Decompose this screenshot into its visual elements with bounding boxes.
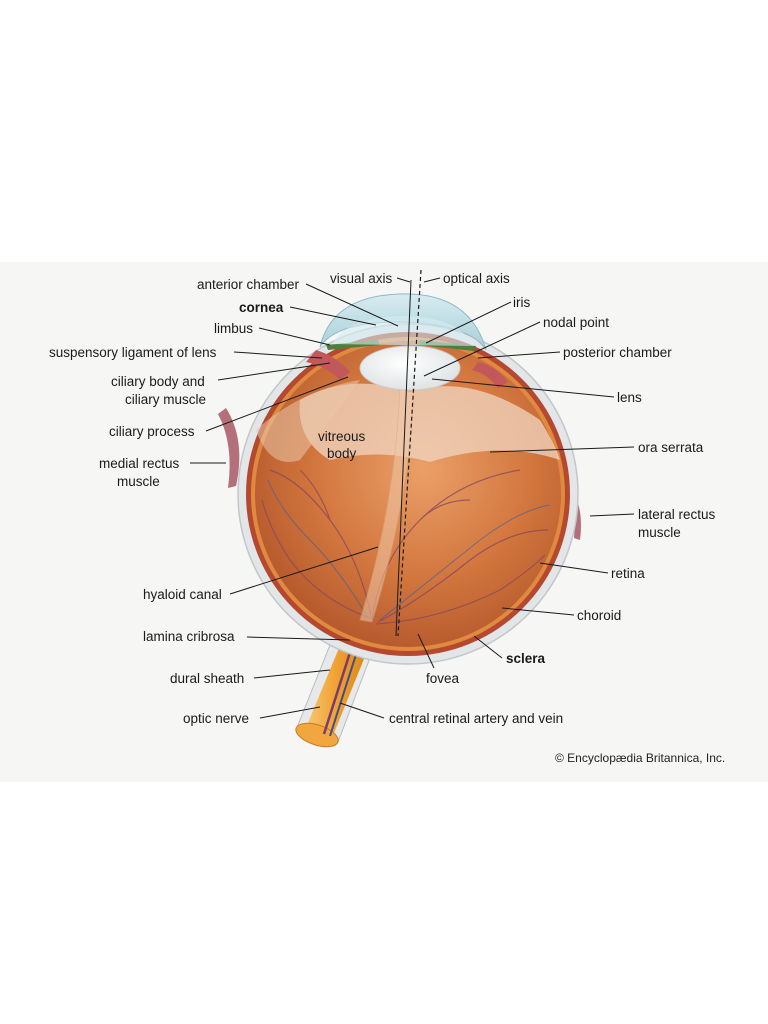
label-visual-axis: visual axis: [330, 271, 393, 286]
retinal-vessels: [261, 469, 549, 625]
optic-nerve-shape: [295, 629, 377, 748]
label-medial-rectus: medial rectus: [99, 456, 180, 471]
label-limbus: limbus: [214, 321, 253, 336]
ora-serrata-band: [299, 383, 560, 462]
label-iris: iris: [513, 295, 530, 310]
label-ora-serrata: ora serrata: [638, 440, 704, 455]
label-central-retinal: central retinal artery and vein: [389, 711, 563, 726]
label-ciliary-body: ciliary body and: [111, 374, 205, 389]
label-choroid: choroid: [577, 608, 621, 623]
label-lateral-rectus: lateral rectus: [638, 507, 716, 522]
label-vitreous-body: body: [327, 446, 357, 461]
label-optical-axis: optical axis: [443, 271, 510, 286]
visual-axis-line: [395, 279, 412, 637]
leader-lines: [190, 277, 635, 719]
optical-axis-line: [397, 269, 422, 637]
label-nodal-point: nodal point: [543, 315, 609, 330]
label-ciliary-process: ciliary process: [109, 424, 195, 439]
label-ciliary-muscle: ciliary muscle: [125, 392, 206, 407]
label-lens: lens: [617, 390, 642, 405]
label-retina: retina: [611, 566, 645, 581]
label-anterior-chamber: anterior chamber: [197, 277, 300, 292]
medial-rectus-muscle: [218, 408, 240, 488]
label-dural-sheath: dural sheath: [170, 671, 244, 686]
label-fovea: fovea: [426, 671, 460, 686]
copyright-credit: © Encyclopædia Britannica, Inc.: [555, 751, 725, 765]
label-sclera: sclera: [506, 651, 546, 666]
labels: visual axis optical axis anterior chambe…: [49, 271, 725, 765]
label-vitreous: vitreous: [318, 429, 366, 444]
label-optic-nerve: optic nerve: [183, 711, 249, 726]
label-posterior-chamber: posterior chamber: [563, 345, 672, 360]
label-lamina-cribrosa: lamina cribrosa: [143, 629, 235, 644]
lens-shape: [359, 345, 461, 391]
label-cornea: cornea: [239, 300, 284, 315]
label-hyaloid-canal: hyaloid canal: [143, 587, 222, 602]
label-lateral-rectus-muscle: muscle: [638, 525, 681, 540]
label-suspensory-ligament: suspensory ligament of lens: [49, 345, 217, 360]
label-medial-rectus-muscle: muscle: [117, 474, 160, 489]
